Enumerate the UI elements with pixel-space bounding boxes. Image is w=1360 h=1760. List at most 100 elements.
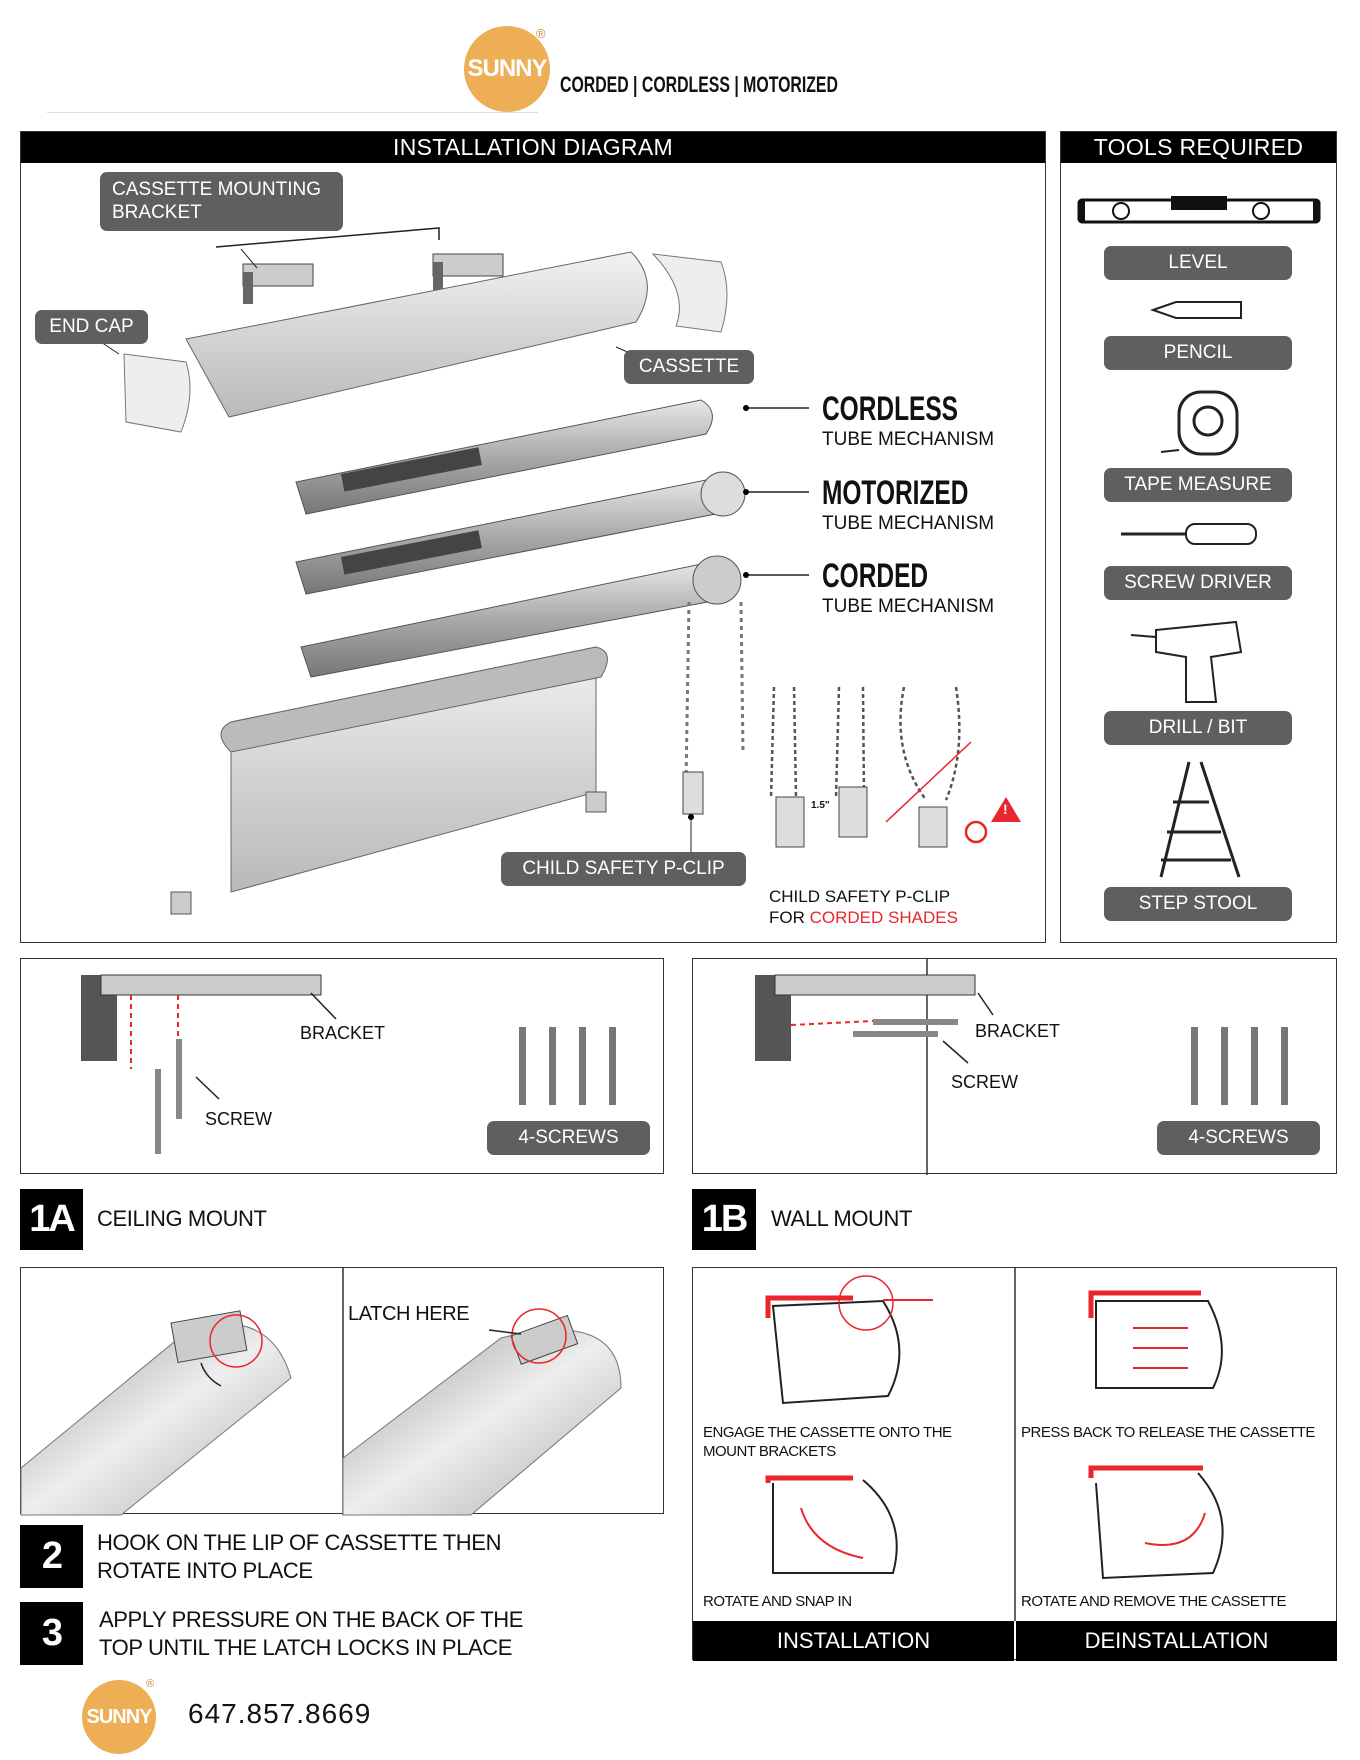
logo-text: SUNNY (467, 55, 547, 82)
registered-mark: ® (536, 26, 546, 41)
step-1b-tag: 1B (692, 1189, 756, 1250)
tagline-motorized: MOTORIZED (743, 72, 838, 97)
exploded-diagram-illustration (100, 227, 1021, 915)
tape-measure-icon (1160, 390, 1239, 456)
wall-mount-title: WALL MOUNT (771, 1206, 913, 1231)
mounting-bracket-icon (432, 253, 504, 290)
ceiling-mount-bracket-panel: BRACKET SCREW 4-SCREWS (20, 958, 664, 1174)
tool-pencil: PENCIL (1104, 336, 1292, 370)
bracket-label: BRACKET (975, 1021, 1061, 1041)
clip-caption-prefix: FOR (769, 908, 810, 927)
footer-logo-text: SUNNY (86, 1706, 152, 1728)
installation-diagram-panel: INSTALLATION DIAGRAM (20, 131, 1046, 943)
separator: | (633, 72, 638, 97)
label-child-safety-clip: CHILD SAFETY P-CLIP (501, 852, 746, 886)
cassette-icon (185, 251, 648, 418)
mechanism-sub: TUBE MECHANISM (822, 596, 995, 617)
clip-measure: 1.5" (811, 800, 830, 811)
screw-icon (853, 1019, 958, 1037)
footer-logo: SUNNY (82, 1680, 156, 1754)
press-back-icon (1088, 1290, 1223, 1389)
wall-mount-bracket-panel: BRACKET SCREW 4-SCREWS (692, 958, 1337, 1175)
tool-drill-bit: DRILL / BIT (1104, 711, 1292, 745)
label-cassette: CASSETTE (624, 350, 754, 384)
warning-icon (991, 797, 1021, 822)
shade-fabric-icon (170, 646, 608, 915)
separator: | (734, 72, 739, 97)
tagline-corded: CORDED (560, 72, 629, 97)
four-screws-icon (1191, 1027, 1288, 1105)
tool-level: LEVEL (1104, 246, 1292, 280)
clip-caption: CHILD SAFETY P-CLIP FOR CORDED SHADES (769, 886, 958, 928)
engage-caption: ENGAGE THE CASSETTE ONTO THE MOUNT BRACK… (703, 1424, 952, 1460)
mechanism-cordless: CORDLESS TUBE MECHANISM (822, 390, 1011, 451)
mounting-bracket-icon (242, 263, 314, 304)
wall-bracket-illustration (755, 959, 1288, 1175)
header-divider (47, 112, 538, 113)
mechanism-sub: TUBE MECHANISM (822, 429, 995, 450)
warning-symbol: ! (1003, 801, 1008, 817)
step-2-text: HOOK ON THE LIP OF CASSETTE THEN ROTATE … (97, 1530, 502, 1583)
end-cap-icon (651, 253, 728, 333)
step-3-text: APPLY PRESSURE ON THE BACK OF THE TOP UN… (99, 1607, 524, 1660)
mechanism-name: MOTORIZED (822, 474, 969, 512)
latch-here-label: LATCH HERE (348, 1303, 470, 1325)
latch-illustration-panel: LATCH HERE (20, 1267, 664, 1516)
pencil-icon (1149, 301, 1242, 319)
mechanism-name: CORDED (822, 557, 929, 595)
rotate-remove-icon (1088, 1465, 1224, 1580)
mechanism-corded: CORDED TUBE MECHANISM (822, 557, 994, 618)
step-stool-icon (1159, 761, 1241, 878)
mechanism-motorized: MOTORIZED TUBE MECHANISM (822, 474, 1025, 535)
mechanism-name: CORDLESS (822, 390, 959, 428)
tools-title: TOOLS REQUIRED (1061, 132, 1336, 163)
bracket-label: BRACKET (300, 1023, 386, 1043)
deinstallation-footer-bar: DEINSTALLATION (1016, 1621, 1337, 1661)
ceiling-bracket-illustration (81, 974, 616, 1154)
footer-registered-mark: ® (146, 1678, 155, 1690)
product-tagline: CORDED | CORDLESS | MOTORIZED (560, 72, 946, 100)
screw-label: SCREW (205, 1109, 272, 1129)
no-child-icon (964, 820, 988, 844)
rotate-snap-icon (765, 1475, 898, 1574)
brand-logo: SUNNY (464, 26, 550, 112)
ceiling-mount-title: CEILING MOUNT (97, 1206, 267, 1231)
screw-count-label: 4-SCREWS (1157, 1121, 1320, 1155)
label-end-cap: END CAP (35, 310, 148, 344)
four-screws-icon (519, 1027, 616, 1105)
cassette-latch-illustration (20, 1268, 622, 1516)
tool-tape-measure: TAPE MEASURE (1104, 468, 1292, 502)
installation-title: INSTALLATION DIAGRAM (21, 132, 1045, 163)
screwdriver-icon (1121, 523, 1257, 545)
screw-icon (155, 1039, 182, 1154)
phone-number: 647.857.8669 (188, 1698, 372, 1729)
engage-cassette-icon (765, 1275, 933, 1405)
p-clip-examples-icon (769, 686, 961, 801)
label-text: CASSETTE MOUNTING BRACKET (112, 179, 322, 223)
tools-illustrations (1077, 196, 1321, 878)
tools-panel: TOOLS REQUIRED LEVEL PENCIL TAPE MEASURE… (1060, 131, 1337, 943)
mechanism-sub: TUBE MECHANISM (822, 513, 995, 534)
clip-caption-line: CHILD SAFETY P-CLIP (769, 887, 951, 906)
screw-label: SCREW (951, 1072, 1018, 1092)
installation-footer-bar: INSTALLATION (693, 1621, 1014, 1661)
clip-caption-highlight: CORDED SHADES (809, 908, 958, 927)
tagline-cordless: CORDLESS (641, 72, 730, 97)
screw-count-label: 4-SCREWS (487, 1121, 650, 1155)
level-icon (1077, 196, 1321, 224)
tool-screw-driver: SCREW DRIVER (1104, 566, 1292, 600)
drill-icon (1130, 620, 1243, 703)
step-2-tag: 2 (20, 1525, 83, 1588)
step-3-tag: 3 (20, 1602, 83, 1665)
install-deinstall-panel: ENGAGE THE CASSETTE ONTO THE MOUNT BRACK… (692, 1267, 1337, 1661)
install-deinstall-illustrations (765, 1268, 1224, 1621)
cordless-tube-icon (295, 399, 713, 515)
label-mounting-bracket: CASSETTE MOUNTING BRACKET (100, 172, 343, 231)
tool-step-stool: STEP STOOL (1104, 887, 1292, 921)
step-1a-tag: 1A (20, 1189, 83, 1250)
corded-tube-icon (300, 555, 745, 815)
end-cap-icon (123, 353, 191, 433)
press-back-caption: PRESS BACK TO RELEASE THE CASSETTE (1021, 1424, 1315, 1441)
rotate-remove-caption: ROTATE AND REMOVE THE CASSETTE (1021, 1593, 1287, 1610)
rotate-snap-caption: ROTATE AND SNAP IN (703, 1593, 852, 1610)
